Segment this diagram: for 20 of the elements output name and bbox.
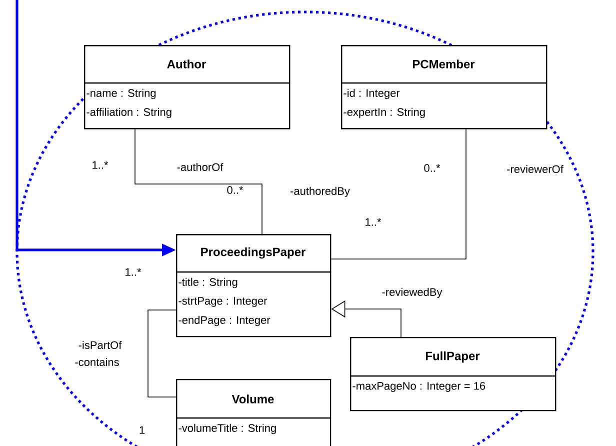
role-label: -isPartOf: [77, 340, 123, 350]
role-label: 1..*: [364, 217, 382, 227]
class-box: ProceedingsPaper -title : String -strtPage : Integer -endPage : Integer: [176, 234, 332, 338]
role-label: -reviewerOf: [506, 164, 564, 174]
role-label: 1..*: [90, 160, 110, 170]
role-label: 0..*: [226, 185, 244, 195]
role-label: 0..*: [422, 163, 442, 173]
connector-line: [330, 128, 466, 260]
class-box: FullPaper -maxPageNo : Integer = 16: [350, 336, 556, 412]
connector-line: [134, 128, 262, 234]
role-label: -authoredBy: [289, 186, 351, 198]
role-label: 1..*: [124, 267, 142, 277]
role-label: -contains: [74, 356, 120, 368]
role-label: -reviewedBy: [380, 286, 444, 300]
connector-line: [148, 310, 176, 398]
class-box: Author -name : String -affiliation : String: [84, 45, 290, 130]
role-label: 1: [138, 425, 146, 435]
class-box: Volume -volumeTitle : String: [176, 378, 332, 446]
class-box: PCMember -id : Integer -expertIn : String: [341, 45, 548, 130]
role-label: -authorOf: [176, 162, 224, 172]
